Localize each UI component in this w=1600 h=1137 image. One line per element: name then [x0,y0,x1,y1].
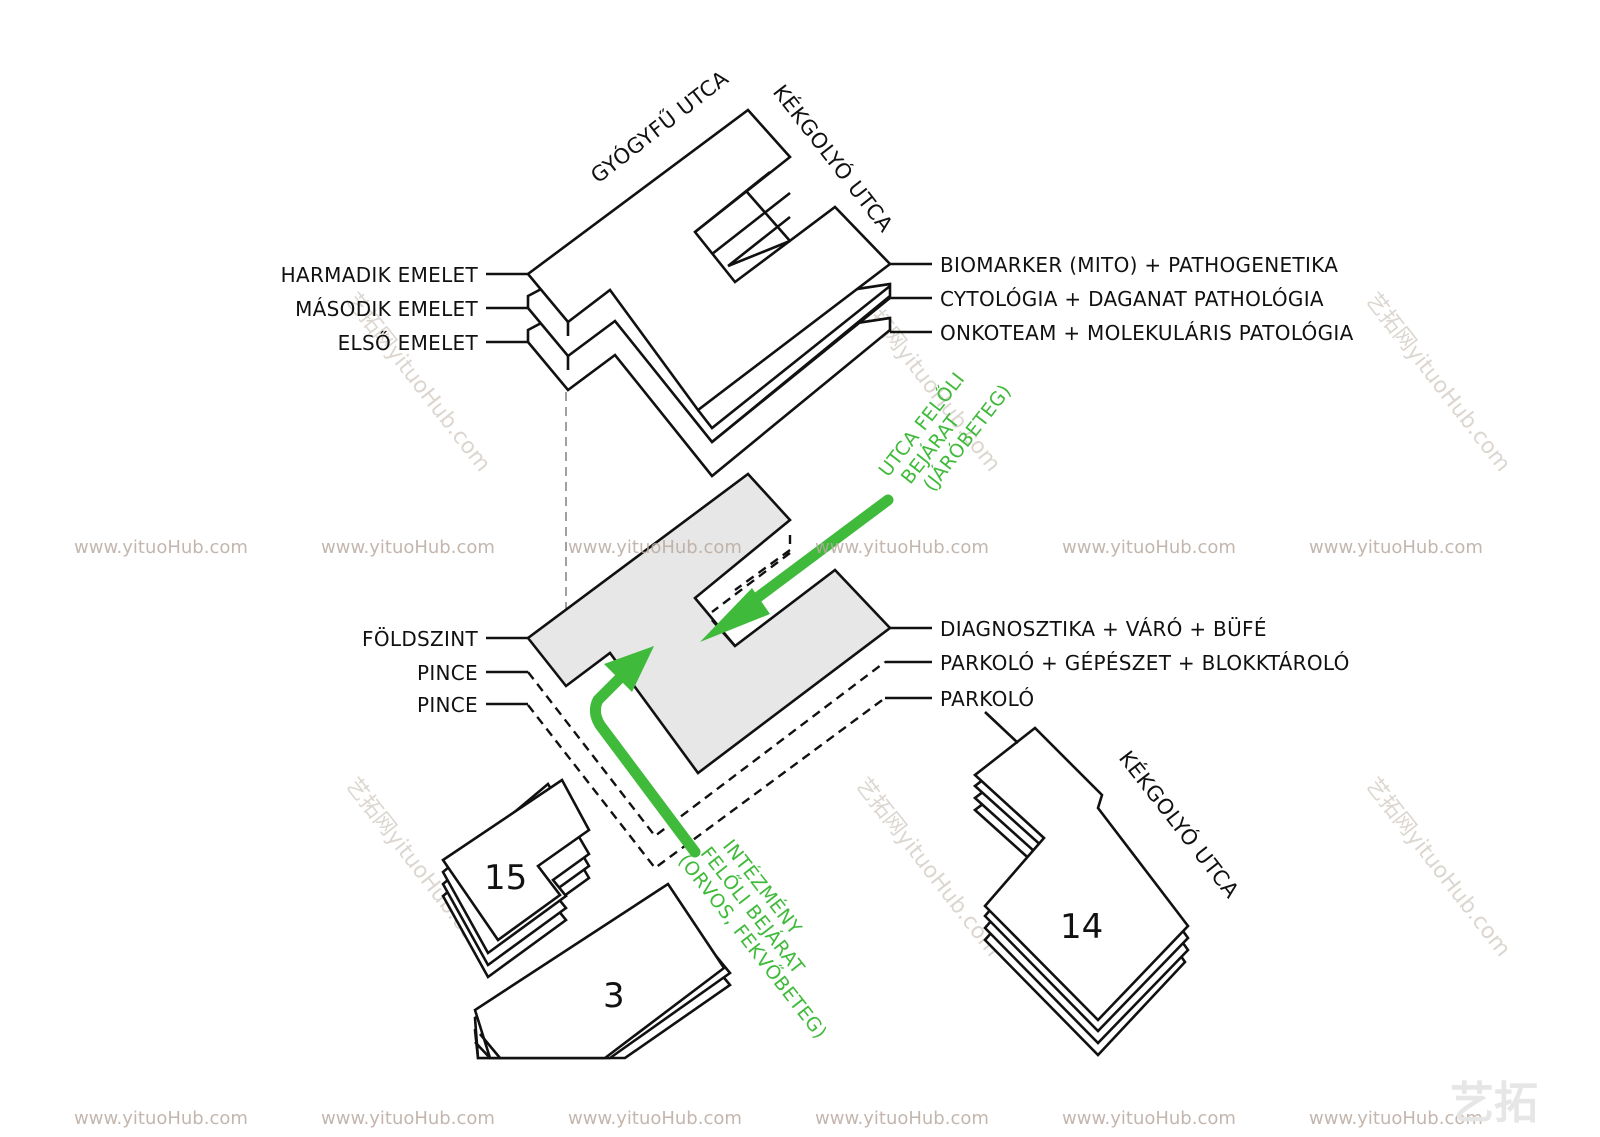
institution-entrance-arrowhead [604,646,654,692]
watermark-url: www.yituoHub.com [1309,1108,1483,1129]
watermark-url: www.yituoHub.com [568,1108,742,1129]
upper-floors [526,108,892,478]
building-15-top [441,778,591,942]
building-14-leader [984,711,1019,744]
floor-labels-left: HARMADIK EMELET MÁSODIK EMELET ELSŐ EMEL… [281,263,479,717]
building-14: 14 [972,711,1190,1057]
street-entrance-arrow [732,494,894,618]
watermark-url: www.yituoHub.com [1062,537,1236,558]
entrance-arrows [589,494,894,858]
label-parkolo-gepeszet: PARKOLÓ + GÉPÉSZET + BLOKKTÁROLÓ [940,651,1350,675]
institution-entrance-label: INTÉZMÉNY FELŐLI BEJÁRAT (ORVOS, FEKVŐBE… [674,835,833,1043]
street-entrance-label: UTCA FELŐLI BEJÁRAT (JÁRÓBETEG) [873,367,1016,495]
label-pince-1: PINCE [417,661,478,685]
watermark-url: www.yituoHub.com [1062,1108,1236,1129]
label-foldszint: FÖLDSZINT [362,627,478,651]
building-15: 15 [441,778,591,979]
label-harmadik-emelet: HARMADIK EMELET [281,263,479,287]
building-15-number: 15 [484,858,527,898]
building-3-number: 3 [603,976,625,1016]
third-floor-plate [526,108,892,412]
label-masodik-emelet: MÁSODIK EMELET [295,297,478,321]
watermark-url: www.yituoHub.com [815,1108,989,1129]
watermark-url: www.yituoHub.com [74,537,248,558]
watermark-url: www.yituoHub.com [815,537,989,558]
label-onkoteam: ONKOTEAM + MOLEKULÁRIS PATOLÓGIA [940,321,1354,345]
function-labels-right: BIOMARKER (MITO) + PATHOGENETIKA CYTOLÓG… [940,253,1354,711]
label-biomarker: BIOMARKER (MITO) + PATHOGENETIKA [940,253,1338,277]
building-14-top [972,726,1190,1022]
right-leaders [885,262,932,700]
label-cytologia: CYTOLÓGIA + DAGANAT PATHOLÓGIA [940,287,1324,311]
watermark-logo: 艺拓 [1450,1078,1538,1129]
watermark-row-middle: www.yituoHub.com www.yituoHub.com www.yi… [74,537,1483,558]
watermark-url: www.yituoHub.com [74,1108,248,1129]
watermark-url: www.yituoHub.com [321,1108,495,1129]
building-14-number: 14 [1060,907,1103,947]
building-3: 3 [473,882,732,1060]
watermark-url: www.yituoHub.com [1309,537,1483,558]
watermark-diagonal: 艺拓网yituoHub.com [1360,288,1515,476]
watermark-url: www.yituoHub.com [568,537,742,558]
basement-levels [527,535,886,870]
ground-floor-plate [526,472,892,775]
watermark-url: www.yituoHub.com [321,537,495,558]
basement-courtyard-dashes [711,535,792,613]
label-diagnosztika: DIAGNOSZTIKA + VÁRÓ + BÜFÉ [940,617,1267,641]
building-3-top [473,882,726,1060]
left-leaders [486,272,528,706]
street-entrance-arrowhead [700,588,770,642]
watermark-diagonal: 艺拓网yituoHub.com [1360,773,1515,961]
institution-entrance-arrow [589,670,701,858]
courtyard-slab-lines [694,170,791,268]
ground-courtyard-edge [711,619,736,647]
stack-edge-lines [566,284,891,444]
label-parkolo: PARKOLÓ [940,687,1034,711]
watermark-row-bottom: www.yituoHub.com www.yituoHub.com www.yi… [74,1108,1483,1129]
basement-2-outline [527,697,886,870]
label-pince-2: PINCE [417,693,478,717]
label-elso-emelet: ELSŐ EMELET [338,331,479,355]
